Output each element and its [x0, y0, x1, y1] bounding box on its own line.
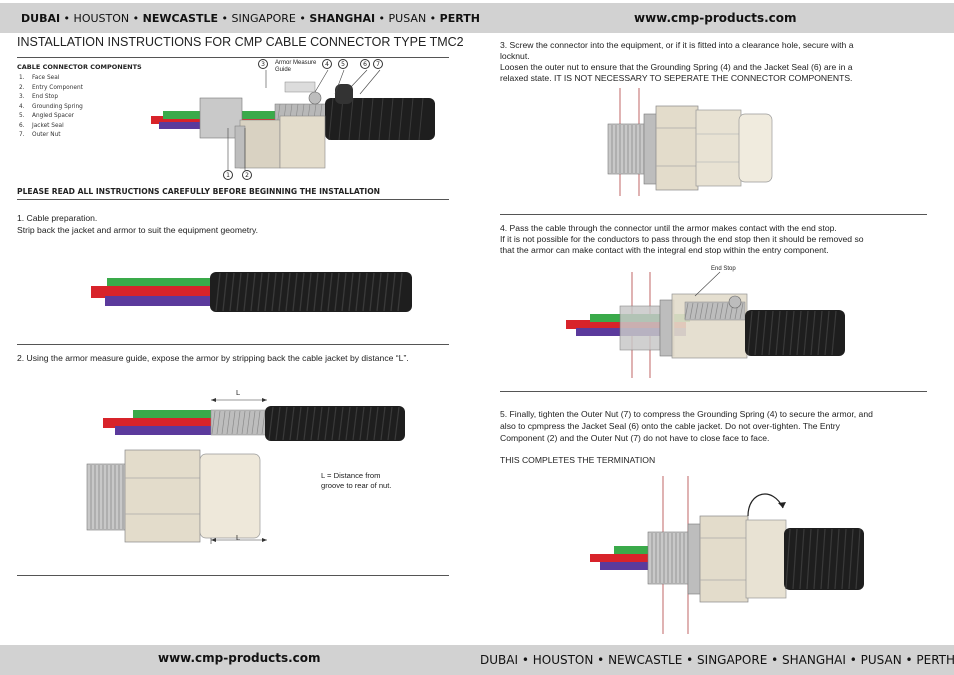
- header-city: HOUSTON: [73, 12, 130, 25]
- warning-text: PLEASE READ ALL INSTRUCTIONS CAREFULLY B…: [17, 187, 381, 196]
- callout-1: 1: [223, 170, 233, 180]
- step-1-title: 1. Cable preparation.: [17, 213, 98, 223]
- separator: •: [593, 653, 609, 667]
- callout-5: 5: [338, 59, 348, 69]
- divider: [17, 344, 449, 345]
- callout-4: 4: [322, 59, 332, 69]
- end-stop-label: End Stop: [711, 266, 736, 272]
- header-website-link[interactable]: www.cmp-products.com: [634, 11, 797, 25]
- separator: •: [129, 12, 143, 25]
- footer-city: PERTH: [916, 653, 954, 667]
- step-2-text: 2. Using the armor measure guide, expose…: [17, 353, 409, 363]
- footer-website-link[interactable]: www.cmp-products.com: [158, 651, 321, 665]
- dimension-label-top: L: [236, 388, 241, 397]
- components-list: 1.Face Seal 2.Entry Component 3.End Stop…: [19, 74, 83, 141]
- separator: •: [60, 12, 74, 25]
- list-item: 7.Outer Nut: [19, 132, 61, 138]
- footer-city: HOUSTON: [532, 653, 594, 667]
- header-locations: DUBAI • HOUSTON • NEWCASTLE • SINGAPORE …: [21, 12, 480, 25]
- footer-city: PUSAN: [860, 653, 902, 667]
- footer-city: NEWCASTLE: [608, 653, 683, 667]
- separator: •: [295, 12, 310, 25]
- footer-city: SHANGHAI: [782, 653, 846, 667]
- components-heading: CABLE CONNECTOR COMPONENTS: [17, 63, 142, 71]
- list-item: 4.Grounding Spring: [19, 103, 83, 110]
- callout-2: 2: [242, 170, 252, 180]
- divider: [500, 391, 927, 392]
- header-city: SHANGHAI: [309, 12, 376, 25]
- step-3-connector-image: [607, 88, 773, 196]
- dimension-label-bottom: L: [236, 533, 241, 542]
- footer-city: SINGAPORE: [697, 653, 768, 667]
- list-item: 2.Entry Component: [19, 84, 83, 91]
- divider: [500, 214, 927, 215]
- step-1-text: Strip back the jacket and armor to suit …: [17, 225, 259, 235]
- step-2-measure-image: [86, 398, 405, 544]
- separator: •: [682, 653, 698, 667]
- footer-locations: DUBAI • HOUSTON • NEWCASTLE • SINGAPORE …: [480, 653, 954, 667]
- separator: •: [901, 653, 917, 667]
- divider: [17, 575, 449, 576]
- callout-3: 3: [258, 59, 268, 69]
- separator: •: [767, 653, 782, 667]
- separator: •: [426, 12, 440, 25]
- separator: •: [375, 12, 389, 25]
- header-city: NEWCASTLE: [142, 12, 218, 25]
- footer-city: DUBAI: [480, 653, 519, 667]
- header-city: DUBAI: [21, 12, 61, 25]
- step-5-connector-image: [590, 476, 864, 634]
- divider: [17, 199, 449, 200]
- step-5-text: 5. Finally, tighten the Outer Nut (7) to…: [500, 409, 873, 443]
- component-diagram: [151, 69, 435, 171]
- separator: •: [518, 653, 533, 667]
- list-item: 6.Jacket Seal: [19, 122, 64, 129]
- footer-band: [0, 645, 954, 675]
- separator: •: [218, 12, 232, 25]
- completion-text: THIS COMPLETES THE TERMINATION: [500, 455, 656, 465]
- step-3-text: 3. Screw the connector into the equipmen…: [500, 40, 854, 83]
- page-title: INSTALLATION INSTRUCTIONS FOR CMP CABLE …: [17, 35, 464, 49]
- step-4-connector-image: [566, 271, 845, 378]
- list-item: 5.Angled Spacer: [19, 113, 75, 119]
- callout-7: 7: [373, 59, 383, 69]
- header-city: PUSAN: [388, 12, 427, 25]
- divider: [17, 57, 449, 58]
- header-city: SINGAPORE: [231, 12, 296, 25]
- header-city: PERTH: [439, 12, 480, 25]
- header-band: [0, 3, 954, 33]
- list-item: 1.Face Seal: [19, 75, 60, 81]
- callout-6: 6: [360, 59, 370, 69]
- list-item: 3.End Stop: [19, 94, 59, 100]
- separator: •: [845, 653, 861, 667]
- step-4-text: 4. Pass the cable through the connector …: [500, 223, 864, 255]
- step-1-cable-image: [91, 272, 412, 312]
